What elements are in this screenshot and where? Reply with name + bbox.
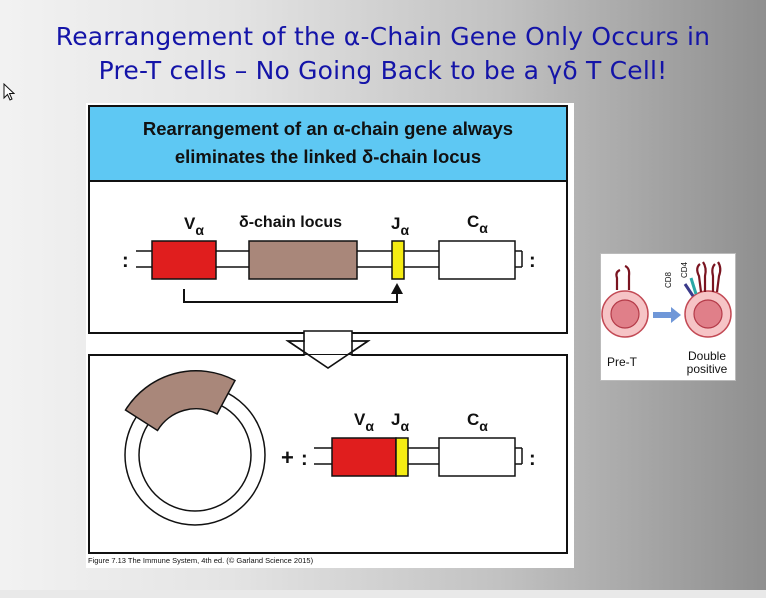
cd4-label: CD4: [680, 261, 689, 278]
bottom-j-label: Jα: [391, 410, 409, 434]
rearrangement-diagram: Rearrangement of an α-chain gene always …: [88, 105, 568, 554]
bottom-v-segment: [331, 437, 397, 477]
gene-rearrangement-figure: Rearrangement of an α-chain gene always …: [86, 103, 574, 568]
bottom-j-segment: [395, 437, 409, 477]
top-c-segment: [438, 240, 516, 280]
bottom-c-label: Cα: [467, 410, 488, 434]
top-delta-locus-segment: [248, 240, 358, 280]
slide-title-line-2: Pre-T cells – No Going Back to be a γδ T…: [98, 56, 668, 85]
excised-delta-segment: [124, 370, 237, 432]
differentiation-arrow: [653, 307, 681, 323]
pre-t-cell: [601, 264, 649, 338]
transition-arrow-overlap: [304, 355, 352, 369]
top-right-end-mark: :: [529, 250, 536, 272]
mouse-cursor-icon: [3, 83, 15, 101]
bottom-left-end-mark: :: [301, 448, 308, 470]
double-positive-line-1: Double: [687, 349, 727, 363]
recombination-bracket: [183, 289, 398, 303]
germline-dna-strand: [136, 250, 523, 268]
top-left-end-mark: :: [122, 250, 129, 272]
top-j-label: Jα: [391, 214, 409, 238]
germline-locus-labels: Vα δ-chain locus Jα Cα: [184, 212, 488, 238]
transition-arrow-outline: [285, 340, 371, 369]
t-cell-inset: CD8 CD4 Pre-T Double positive: [600, 253, 736, 381]
bottom-v-label: Vα: [354, 410, 374, 434]
slide-title-line-1: Rearrangement of the α-Chain Gene Only O…: [55, 22, 711, 51]
t-cell-illustration: CD8 CD4: [601, 261, 732, 338]
figure-header-line-1: Rearrangement of an α-chain gene always: [143, 118, 513, 139]
slide-title: Rearrangement of the α-Chain Gene Only O…: [0, 20, 766, 88]
figure-caption: Figure 7.13 The Immune System, 4th ed. (…: [88, 556, 314, 565]
bottom-plus-mark: +: [281, 445, 294, 470]
double-positive-label: Double positive: [681, 350, 733, 376]
top-v-segment: [151, 240, 217, 280]
top-v-label: Vα: [184, 214, 204, 238]
figure-header-line-2: eliminates the linked δ-chain locus: [175, 146, 481, 167]
top-delta-locus-label: δ-chain locus: [239, 214, 342, 231]
top-j-segment: [391, 240, 405, 280]
top-c-label: Cα: [467, 212, 488, 236]
cd8-label: CD8: [664, 271, 673, 288]
double-positive-line-2: positive: [686, 362, 728, 376]
rearranged-locus-labels: Vα Jα Cα: [354, 410, 488, 434]
bottom-c-segment: [438, 437, 516, 477]
slide-bottom-bar: [0, 590, 766, 598]
figure-header-band: [88, 105, 568, 182]
recombination-arrowhead: [391, 283, 403, 294]
bottom-right-end-mark: :: [529, 448, 536, 470]
pre-t-label: Pre-T: [607, 355, 637, 369]
rearranged-dna-strand: [314, 447, 523, 465]
double-positive-cell: [683, 261, 732, 338]
